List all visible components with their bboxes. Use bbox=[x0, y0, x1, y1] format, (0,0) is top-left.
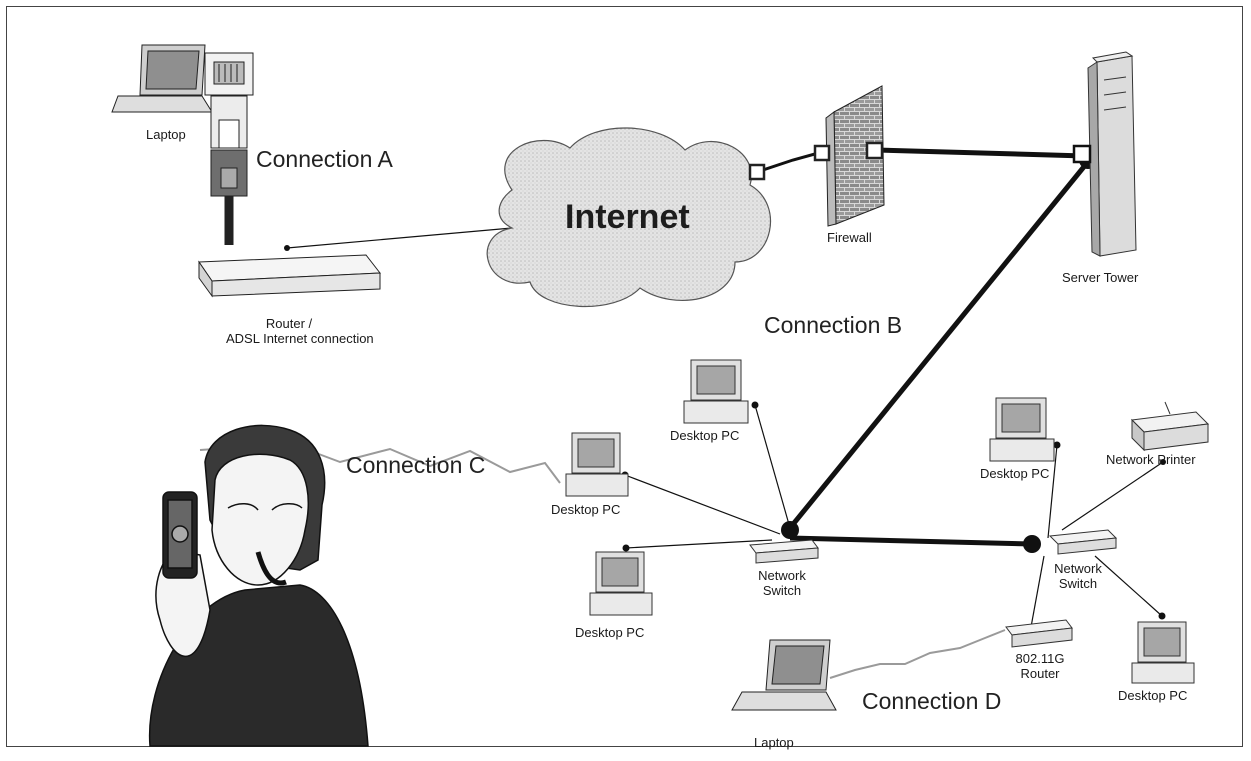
desktop-left-label: Desktop PC bbox=[551, 502, 621, 517]
switch-right-label-line2: Switch bbox=[1058, 576, 1098, 591]
laptop-bottom-label: Laptop bbox=[754, 735, 794, 750]
switch-right-label-line1: Network bbox=[1054, 561, 1102, 576]
link-server-switch-left bbox=[788, 161, 1089, 530]
desktop-top-label: Desktop PC bbox=[670, 428, 740, 443]
connection-d-label: Connection D bbox=[862, 688, 1002, 714]
switch-right-label: Network Switch bbox=[1048, 561, 1108, 591]
router-label: Router / ADSL Internet connection bbox=[226, 316, 374, 346]
internet-label: Internet bbox=[565, 198, 690, 236]
ethernet-plug-icon bbox=[204, 52, 254, 197]
firewall-label: Firewall bbox=[827, 230, 872, 245]
connection-b-label: Connection B bbox=[764, 312, 903, 338]
wifi-router-icon bbox=[1005, 619, 1073, 648]
server-tower-icon bbox=[1072, 51, 1137, 257]
network-switch-icon bbox=[749, 529, 1118, 564]
firewall-icon bbox=[748, 85, 885, 227]
desktop-pc-icon bbox=[565, 359, 1195, 684]
router-icon bbox=[198, 254, 381, 298]
server-tower-label: Server Tower bbox=[1062, 270, 1139, 285]
laptop-icon bbox=[111, 44, 213, 113]
link-switch-desktop-bottom-right bbox=[1094, 555, 1163, 617]
connection-a-label: Connection A bbox=[256, 146, 393, 172]
laptop-icon bbox=[731, 639, 837, 711]
wifi-router-label: 802.11G Router bbox=[1012, 651, 1068, 681]
links bbox=[224, 147, 1164, 628]
network-printer-label: Network Printer bbox=[1106, 452, 1196, 467]
network-printer-icon bbox=[1130, 401, 1210, 452]
wifi-router-label-line1: 802.11G bbox=[1015, 651, 1065, 666]
person-with-phone-icon bbox=[148, 424, 369, 747]
switch-left-label-line1: Network bbox=[758, 568, 806, 583]
link-router-internet bbox=[286, 227, 513, 249]
link-switch-desktop-left bbox=[624, 474, 781, 535]
wireless-connection-d bbox=[829, 629, 1006, 679]
wifi-router-label-line2: Router bbox=[1020, 666, 1060, 681]
diagram-frame bbox=[6, 6, 1243, 747]
link-switch-wifi-router bbox=[1030, 555, 1045, 628]
switch-left-label: Network Switch bbox=[752, 568, 812, 598]
link-firewall-server bbox=[875, 147, 1086, 159]
laptop-top-label: Laptop bbox=[146, 127, 186, 142]
cloud-icon bbox=[486, 127, 772, 307]
desktop-right-label: Desktop PC bbox=[980, 466, 1050, 481]
router-label-line2: ADSL Internet connection bbox=[226, 331, 374, 346]
link-switch-desktop-bottom-left bbox=[625, 539, 773, 549]
link-switch-printer bbox=[1061, 461, 1164, 531]
link-switch-left-right bbox=[789, 535, 1033, 547]
router-label-line1: Router / bbox=[265, 316, 313, 331]
link-switch-desktop-top bbox=[754, 404, 791, 529]
switch-left-label-line2: Switch bbox=[762, 583, 802, 598]
desktop-bottom-right-label: Desktop PC bbox=[1118, 688, 1188, 703]
link-switch-desktop-right bbox=[1047, 444, 1058, 539]
desktop-bottom-left-label: Desktop PC bbox=[575, 625, 645, 640]
connection-c-label: Connection C bbox=[346, 452, 486, 478]
